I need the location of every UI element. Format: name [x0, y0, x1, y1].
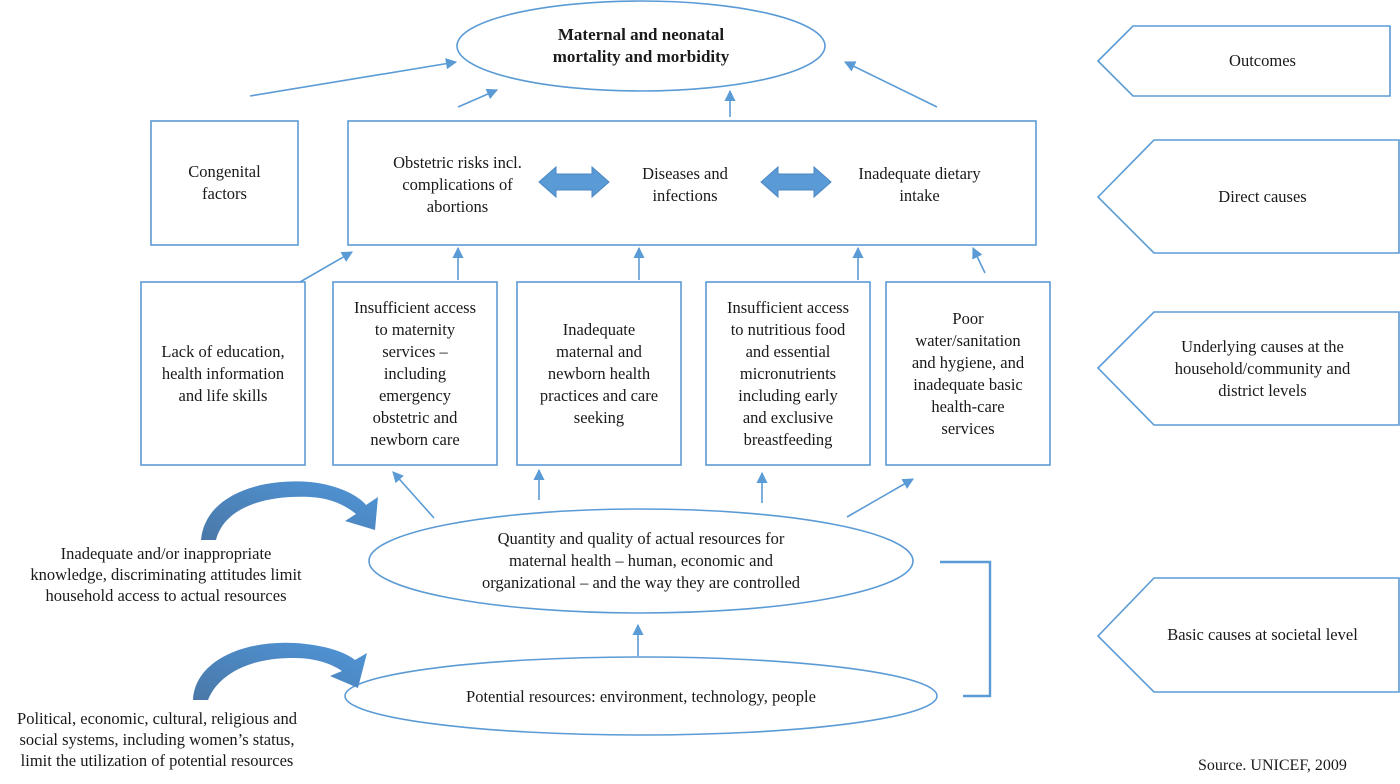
underlying-box-5 [885, 281, 1051, 466]
double-arrow-obstetric-diseases [538, 165, 610, 199]
level-shape-direct [1096, 139, 1400, 254]
actual-resources-label: Quantity and quality of actual resources… [481, 529, 801, 592]
direct-causes-box [347, 120, 1037, 246]
arrow-resources-to-box5 [846, 478, 914, 518]
outcome-label: Maternal and neonatal mortality and morb… [552, 25, 730, 66]
level-label-basic: Basic causes at societal level [1167, 625, 1358, 644]
double-arrow-diseases-dietary [760, 165, 832, 199]
underlying-box-3 [516, 281, 682, 466]
direct-cause-diseases: Diseases and infections [642, 164, 728, 205]
arrow-congenital-to-outcome [249, 58, 458, 97]
source-citation: Source. UNICEF, 2009 [1198, 757, 1347, 774]
direct-cause-dietary: Inadequate dietary intake [858, 164, 981, 205]
arrow-obstetric-to-outcome [457, 88, 499, 108]
level-label-underlying: Underlying causes at the household/commu… [1174, 336, 1351, 400]
congenital-label: Congenital factors [188, 162, 261, 203]
curved-arrow-knowledge [201, 481, 378, 540]
actual-resources-ellipse [368, 508, 914, 614]
arrow-water-to-direct [972, 246, 986, 274]
underlying-box-4 [705, 281, 871, 466]
underlying-box-2 [332, 281, 498, 466]
level-label-outcomes: Outcomes [1229, 51, 1296, 70]
underlying-cause-nutrition: Insufficient access to nutritious food a… [726, 297, 850, 449]
level-label-direct: Direct causes [1218, 186, 1307, 206]
underlying-cause-practices: Inadequate maternal and newborn health p… [539, 319, 659, 427]
arrow-resources-to-box2 [392, 471, 435, 519]
potential-resources-ellipse [344, 656, 938, 736]
potential-resources-label: Potential resources: environment, techno… [466, 687, 816, 706]
underlying-box-1 [140, 281, 306, 466]
level-shape-underlying [1096, 311, 1400, 426]
outcome-ellipse [456, 0, 826, 92]
level-shape-basic [1096, 577, 1400, 693]
underlying-cause-education: Lack of education, health information an… [161, 341, 285, 405]
level-shape-outcomes [1096, 25, 1391, 97]
underlying-cause-maternity: Insufficient access to maternity service… [353, 297, 477, 449]
congenital-box [150, 120, 299, 246]
systems-note: Political, economic, cultural, religious… [17, 709, 297, 770]
direct-cause-obstetric: Obstetric risks incl. complications of a… [393, 153, 522, 216]
basic-causes-bracket [940, 560, 992, 698]
underlying-cause-water: Poor water/sanitation and hygiene, and i… [911, 308, 1025, 438]
knowledge-note: Inadequate and/or inappropriate knowledg… [30, 544, 302, 605]
arrow-education-to-direct [299, 251, 353, 283]
arrow-dietary-to-outcome [843, 61, 938, 108]
curved-arrow-systems [193, 642, 367, 700]
